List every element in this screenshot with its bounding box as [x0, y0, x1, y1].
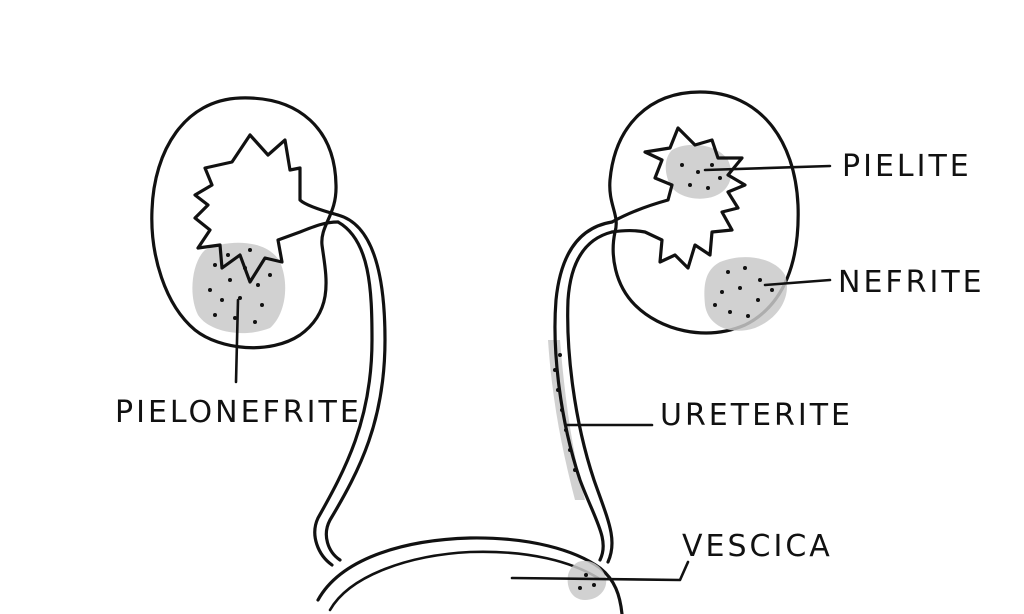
bladder: [316, 536, 624, 614]
label-nefrite: NEFRITE: [838, 265, 985, 300]
label-pielonefrite: PIELONEFRITE: [115, 395, 362, 430]
leader-lines: [234, 164, 832, 582]
left-kidney-dots: [208, 248, 272, 324]
pielite-leader: [703, 164, 832, 172]
pielonefrite-leader: [234, 298, 240, 384]
right-kidney-dots: [680, 163, 774, 318]
label-ureterite: URETERITE: [660, 398, 853, 433]
nefrite-leader: [763, 278, 832, 287]
left-ureter: [313, 213, 387, 567]
right-renal-pelvis: [610, 126, 747, 270]
right-ureter: [548, 220, 614, 564]
right-kidney-outline: [608, 90, 800, 335]
vescica-leader: [510, 560, 690, 582]
left-kidney-outline: [150, 96, 338, 350]
right-kidney: [608, 90, 800, 335]
bladder-lesion: [567, 560, 607, 600]
right-cortex-lesion: [704, 257, 787, 331]
ureter-dots: [553, 353, 577, 472]
left-kidney: [150, 96, 340, 350]
left-renal-pelvis: [193, 133, 340, 284]
label-vescica: VESCICA: [682, 529, 833, 564]
label-pielite: PIELITE: [842, 149, 972, 184]
